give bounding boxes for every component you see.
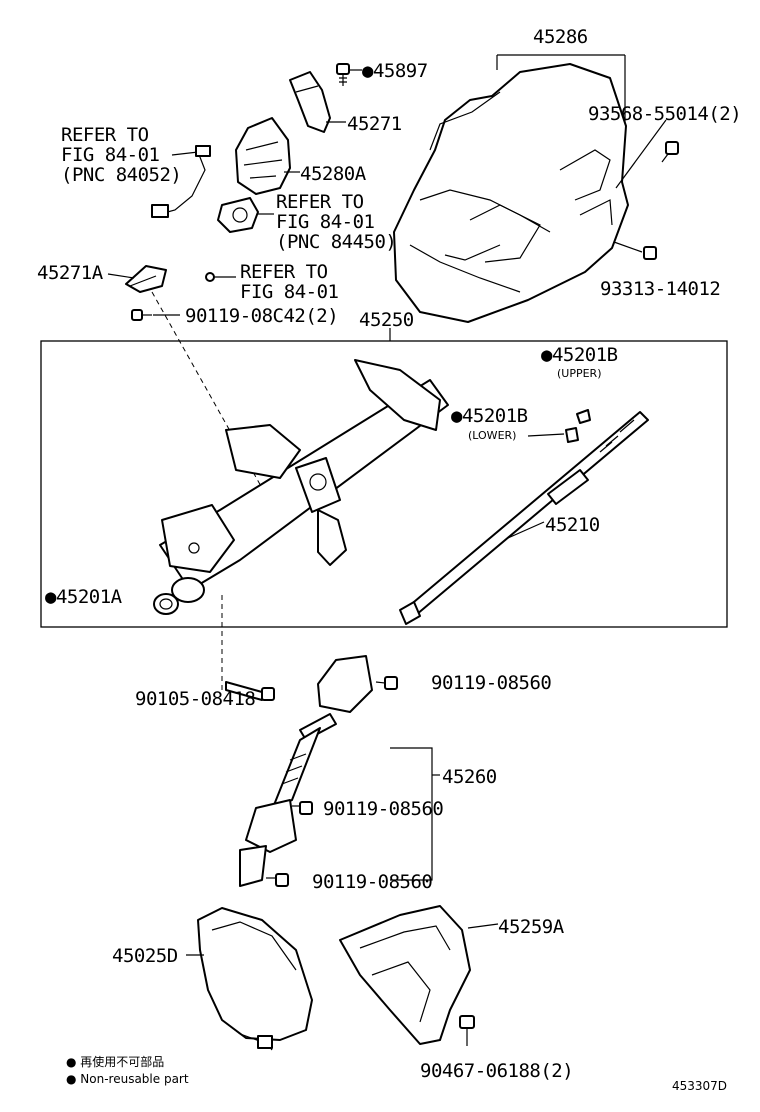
diagram-code: 453307D [672,1079,727,1093]
label-refer3-line1: REFER TO [240,261,328,283]
label-45897: ●45897 [362,60,428,82]
cover-45259A [339,905,471,1045]
bolt-90119-08560-a [375,676,398,690]
label-90119-08560-a: 90119-08560 [431,672,551,694]
label-45210: 45210 [545,514,600,536]
label-90119-08C42: 90119-08C42(2) [185,305,338,327]
label-refer1-line2: FIG 84-01 [61,144,160,166]
leader-93313 [613,241,643,253]
legend-english: ● Non-reusable part [66,1072,189,1086]
bracket-45260 [390,747,433,881]
label-refer3-line2: FIG 84-01 [240,281,339,303]
leader-45286 [496,54,626,122]
label-45201B-lower: ●45201B [451,405,528,427]
wire-harness-84052 [151,145,211,218]
label-45250: 45250 [359,309,414,331]
intermediate-shaft-45260 [239,655,373,887]
leader-45271A [107,273,135,279]
label-45025D: 45025D [112,945,178,967]
label-lower: (LOWER) [468,429,516,442]
screw-93313 [643,246,657,260]
bracket-45271A [125,265,167,293]
label-45201A: ●45201A [45,586,123,608]
sensor-84450 [217,197,259,233]
clip-90467 [459,1015,475,1046]
screw-90119-08C42 [131,309,152,321]
label-45271A: 45271A [37,262,104,284]
screw-93568 [661,141,679,163]
label-45260: 45260 [442,766,497,788]
leader-45259A [467,923,499,929]
label-upper: (UPPER) [557,367,602,380]
label-90119-08560-c: 90119-08560 [312,871,432,893]
label-refer1-line3: (PNC 84052) [61,164,181,186]
label-refer2-line1: REFER TO [276,191,364,213]
bolt-90105-08418 [225,681,275,701]
label-45280A: 45280A [300,163,367,185]
column-tube-45250 [159,359,449,603]
switch-45280A [235,117,291,195]
leader-45210 [507,521,545,539]
leader-93568 [615,119,667,189]
label-93313-14012: 93313-14012 [600,278,720,300]
bolt-90119-08560-c [266,873,289,887]
assembly-frame-45250 [40,340,728,628]
screw-refer3 [205,272,236,282]
label-45259A: 45259A [498,916,565,938]
label-90467-06188: 90467-06188(2) [420,1060,573,1082]
clip-45201B-lower [565,427,579,443]
label-refer2-line2: FIG 84-01 [276,211,375,233]
dash-line-upper [151,291,263,489]
shaft-45210 [399,411,649,625]
label-90105-08418: 90105-08418 [135,688,255,710]
label-refer2-line3: (PNC 84450) [276,231,396,253]
bolt-90119-08560-b [292,801,313,815]
leader-45201B-lower [527,433,565,437]
label-93568-55014: 93568-55014(2) [588,103,741,125]
column-cover-45286 [393,63,629,323]
label-refer1-line1: REFER TO [61,124,149,146]
label-90119-08560-b: 90119-08560 [323,798,443,820]
bushing-45201A [153,593,179,615]
label-45201B-upper: ●45201B [541,344,618,366]
label-45286: 45286 [533,26,588,48]
boot-45025D [197,907,313,1051]
screw-45897 [336,63,350,86]
clip-45201B-upper [576,409,591,424]
legend-chinese: ● 再使用不可部品 [66,1054,164,1069]
bracket-45271 [289,71,331,133]
label-45271: 45271 [347,113,402,135]
